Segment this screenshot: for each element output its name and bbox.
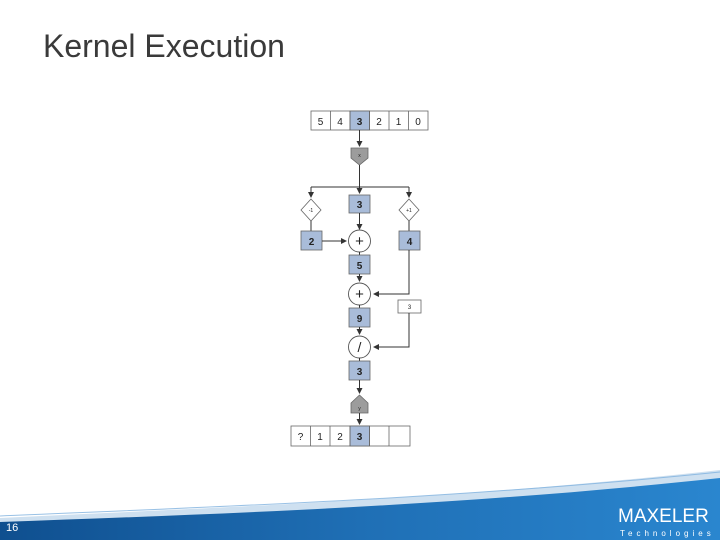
wire-value-sum1: 5: [348, 254, 371, 275]
wire-value-right-text: 4: [407, 237, 413, 248]
output-stream-cell: 2: [337, 432, 343, 443]
add-operator-2-symbol: +: [355, 286, 364, 303]
input-stream-cell: 4: [337, 117, 343, 128]
offset-left-label: -1: [309, 208, 314, 214]
output-stream: ? 1 2 3: [290, 425, 411, 447]
input-stream-cell: 2: [376, 117, 382, 128]
add-operator-1-symbol: +: [355, 233, 364, 250]
logo-subtitle: Technologies: [620, 529, 715, 538]
output-stream-cell: 3: [357, 432, 363, 443]
input-stream-cell: 0: [415, 117, 421, 128]
maxeler-logo: MAXELER Technologies: [618, 506, 718, 540]
output-stream-cell: 1: [317, 432, 323, 443]
wire-value-left-text: 2: [309, 237, 315, 248]
add-operator-node-1: +: [348, 229, 371, 253]
wire-value-result-text: 3: [357, 367, 363, 378]
wire-value-center: 3: [348, 194, 371, 214]
wire-value-left: 2: [300, 230, 323, 251]
wire-value-sum1-text: 5: [357, 261, 363, 272]
output-node-label: y: [358, 406, 361, 412]
wire-value-sum2-text: 9: [357, 314, 363, 325]
input-stream-cell: 1: [396, 117, 402, 128]
output-stream-cell: ?: [298, 432, 304, 443]
input-stream: 5 4 3 2 1 0: [310, 110, 429, 131]
offset-right-label: +1: [406, 208, 412, 214]
input-node: x: [350, 147, 369, 166]
constant-value-text: 3: [408, 305, 412, 311]
divide-operator-node: /: [348, 335, 371, 359]
slide-number: 16: [6, 522, 19, 534]
input-stream-cell: 5: [318, 117, 324, 128]
wire-value-center-text: 3: [357, 200, 363, 211]
logo-wordmark: MAXELER: [618, 506, 709, 527]
input-node-label: x: [358, 153, 361, 159]
input-stream-cell: 3: [357, 117, 363, 128]
divide-operator-symbol: /: [358, 339, 362, 355]
slide-title: Kernel Execution: [43, 28, 285, 64]
